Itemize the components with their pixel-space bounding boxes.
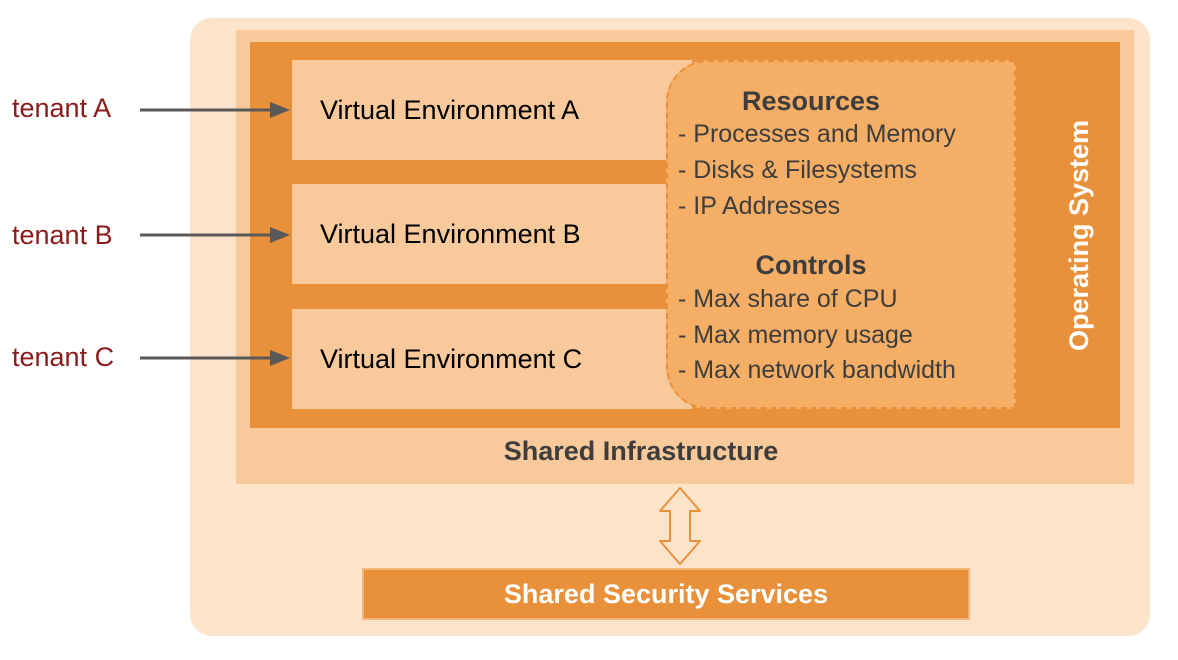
virtual-environment-c: Virtual Environment C <box>292 309 692 409</box>
resources-controls-panel: Resources - Processes and Memory - Disks… <box>666 60 1016 409</box>
controls-heading: Controls <box>755 250 867 280</box>
tenant-a-arrow <box>140 102 290 118</box>
resource-item: - Disks & Filesystems <box>678 156 917 184</box>
control-item: - Max share of CPU <box>678 285 898 313</box>
tenant-c-label: tenant C <box>12 342 115 372</box>
tenant-c-arrow <box>140 350 290 366</box>
resource-item: - IP Addresses <box>678 192 841 220</box>
shared-infrastructure-label: Shared Infrastructure <box>503 436 779 466</box>
virtual-environment-b: Virtual Environment B <box>292 184 692 284</box>
shared-security-services-box: Shared Security Services <box>362 568 970 620</box>
virtual-environment-c-label: Virtual Environment C <box>320 343 583 374</box>
virtual-environment-b-label: Virtual Environment B <box>320 218 581 249</box>
control-item: - Max network bandwidth <box>678 356 956 384</box>
tenant-b-label: tenant B <box>12 220 113 250</box>
tenant-b-arrow <box>140 227 290 243</box>
virtual-environment-a-label: Virtual Environment A <box>320 94 580 125</box>
resources-heading: Resources <box>741 86 881 116</box>
control-item: - Max memory usage <box>678 321 913 349</box>
tenant-a-label: tenant A <box>12 93 112 123</box>
virtual-environment-a: Virtual Environment A <box>292 60 692 160</box>
bidirectional-arrow-icon <box>659 487 701 565</box>
shared-security-services-label: Shared Security Services <box>503 578 829 609</box>
resource-item: - Processes and Memory <box>678 120 956 148</box>
